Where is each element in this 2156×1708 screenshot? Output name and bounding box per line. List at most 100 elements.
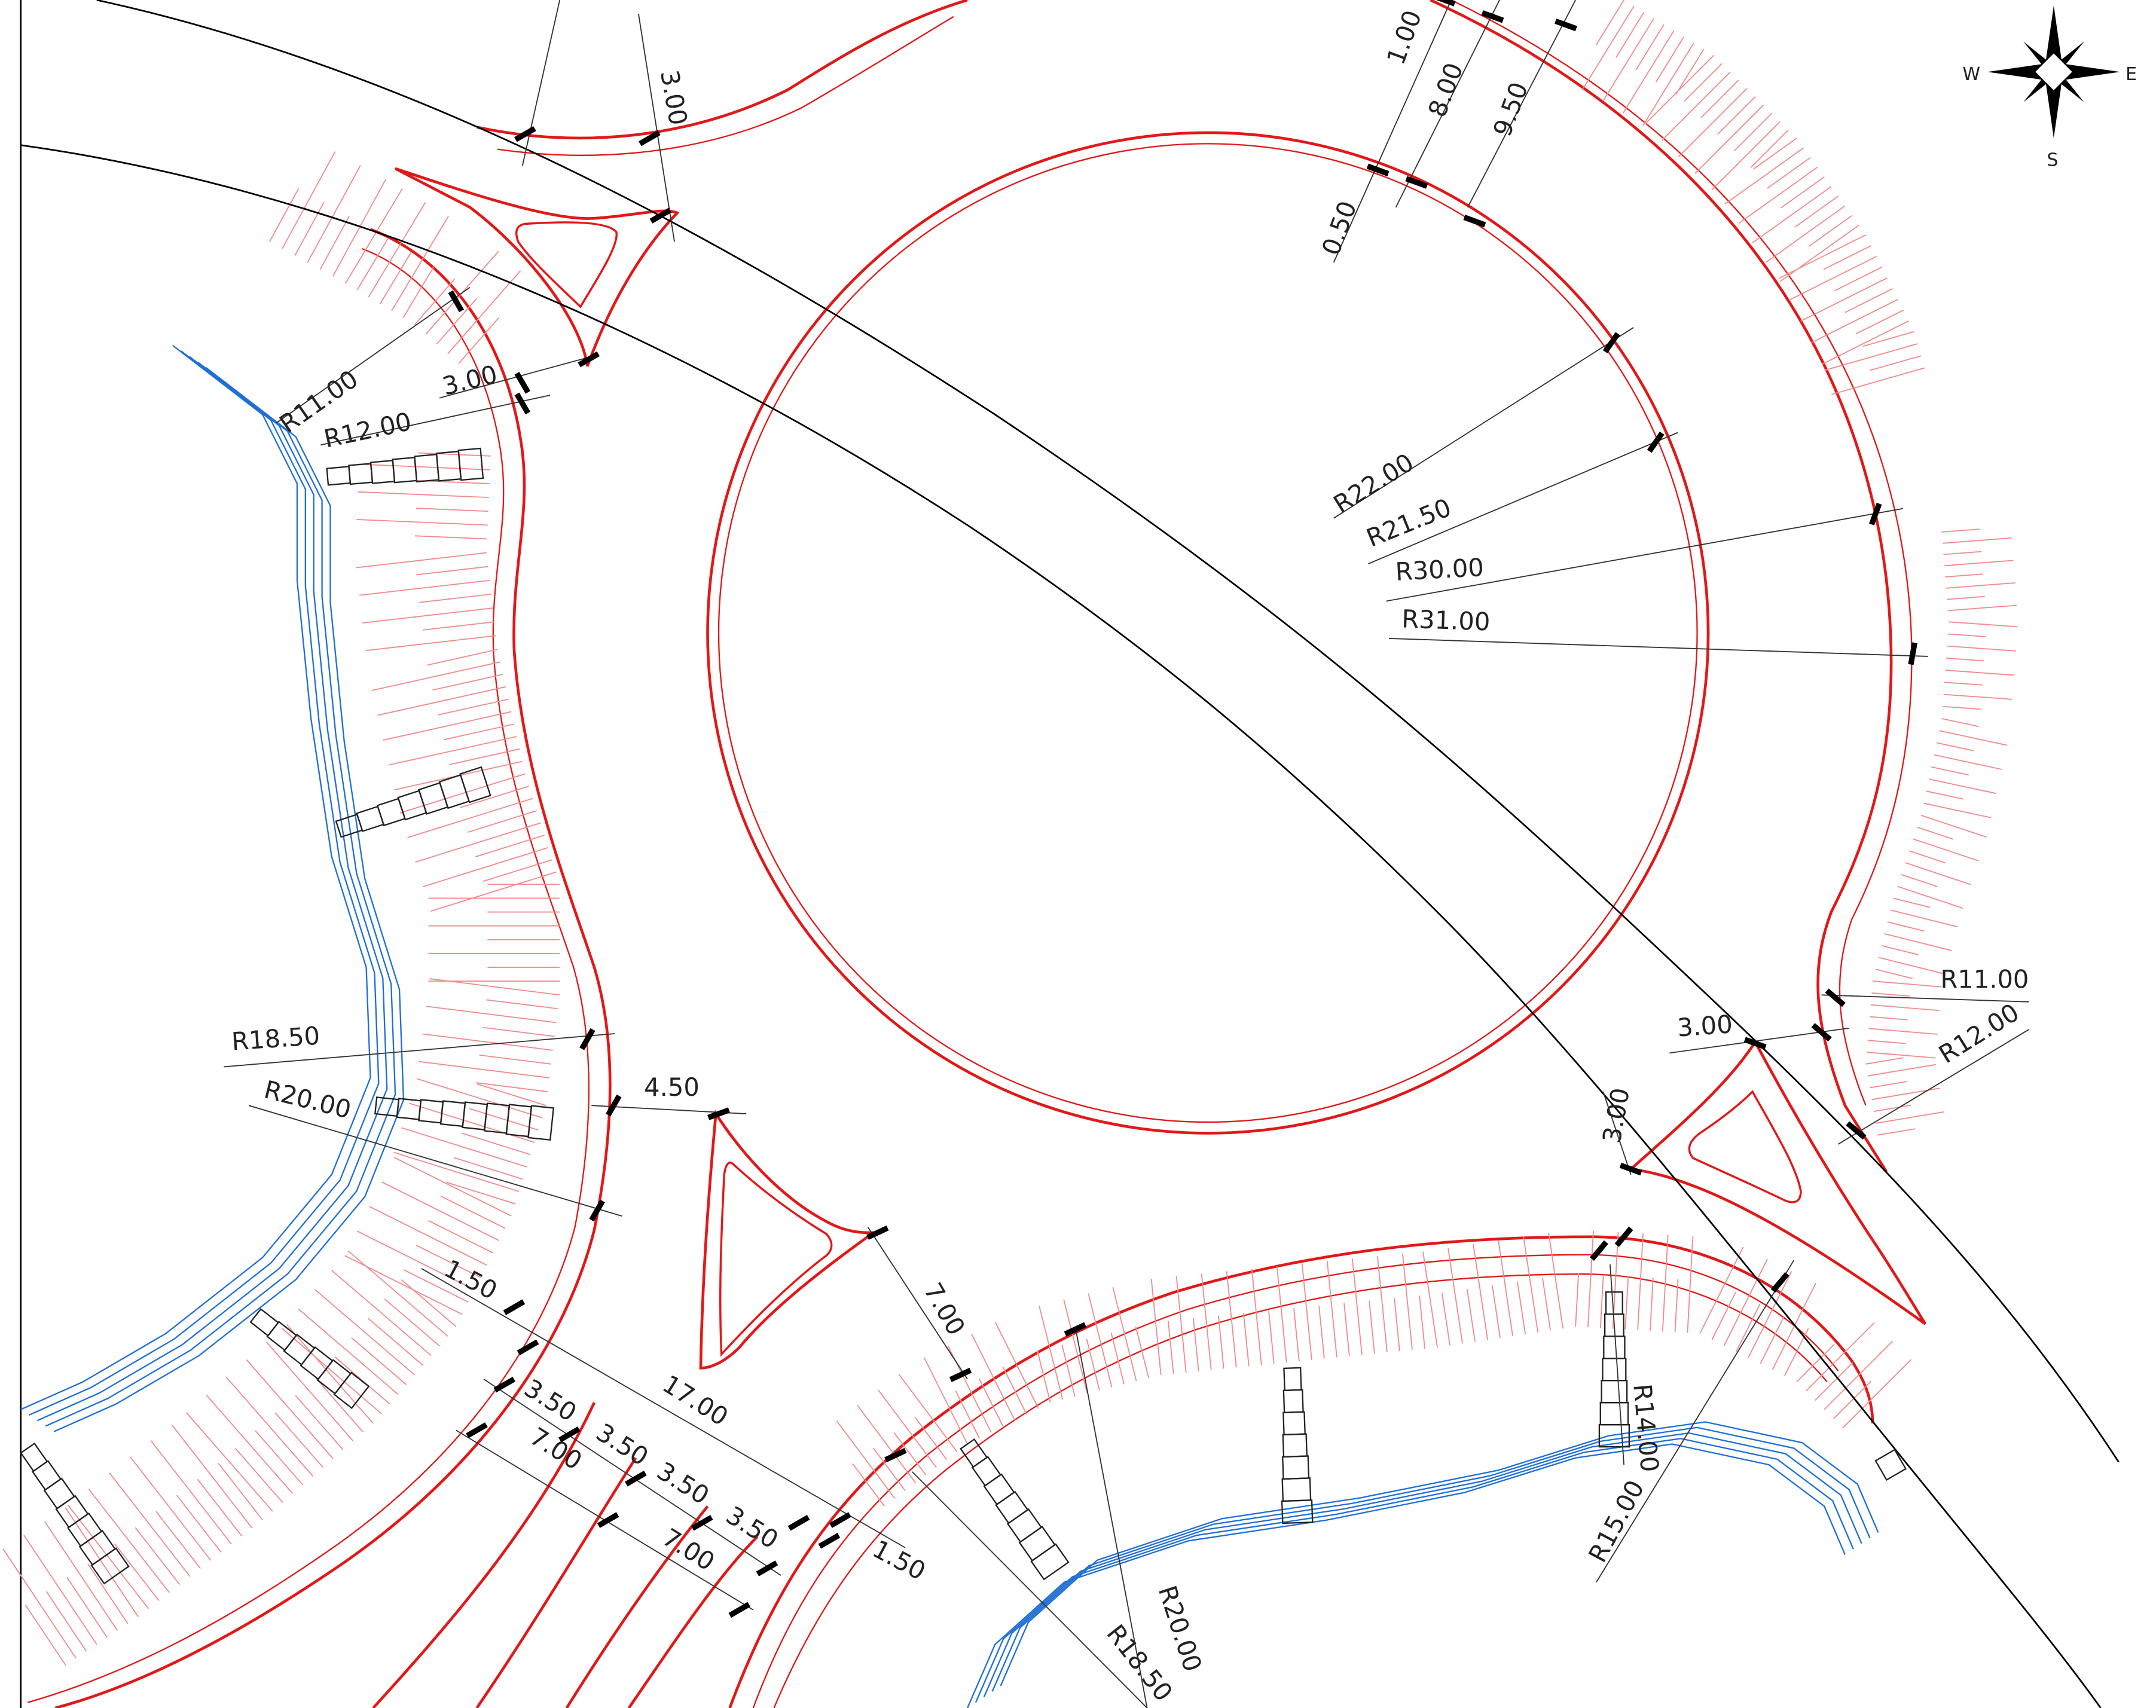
slope-hatch-line	[1760, 1316, 1785, 1364]
dim-left-300: 3.00	[439, 359, 500, 401]
culvert-segment	[1018, 1526, 1056, 1562]
dimension-tick	[639, 130, 661, 146]
slope-hatch-line	[1112, 1287, 1137, 1382]
slope-hatch-line	[1833, 1380, 1872, 1419]
slope-hatch-line	[1941, 718, 1980, 728]
slope-hatch-line	[1687, 1236, 1694, 1333]
dim-right-r1100: R11.00	[1940, 965, 2029, 994]
slope-hatch-line	[416, 508, 488, 512]
dimension-tick	[606, 1094, 622, 1117]
dim-south-150b: 1.50	[868, 1534, 931, 1586]
slope-hatch-line	[1394, 1298, 1400, 1352]
dimension-tick	[578, 351, 600, 368]
slope-hatch-line	[1655, 36, 1685, 83]
slope-hatch-line	[391, 216, 449, 311]
slope-hatch-line	[359, 463, 490, 470]
leader-r3100	[1389, 637, 1928, 657]
dimension-tick	[589, 1199, 605, 1222]
slope-hatch-line	[1662, 1235, 1669, 1332]
leader-top-300	[638, 13, 675, 242]
dimension-tick	[756, 1560, 778, 1576]
outer-edge-south-inner	[752, 1254, 1839, 1708]
slope-hatch-line	[914, 1416, 948, 1460]
slope-hatch-line	[1917, 826, 1954, 840]
culvert-segment	[459, 766, 491, 803]
slope-hatch-line	[1624, 1276, 1629, 1330]
slope-hatch-line	[1135, 1326, 1150, 1379]
slope-hatch-line	[1587, 1230, 1594, 1328]
slope-hatch-line	[872, 1447, 906, 1492]
slope-hatch-line	[402, 265, 435, 319]
slope-hatch-line	[1926, 790, 1964, 800]
alignment-centerlines	[20, 0, 2120, 1708]
slope-hatch-line	[1276, 1266, 1287, 1363]
slope-hatch-line	[414, 535, 487, 540]
compass-label-s: S	[2047, 149, 2058, 170]
slope-hatch-line	[365, 635, 496, 652]
slope-hatch-line	[1893, 897, 1931, 908]
dim-top-100: 1.00	[1381, 7, 1428, 69]
slope-hatch-line	[1268, 1310, 1275, 1364]
leader-left-r1200	[320, 395, 551, 446]
slope-hatch-line	[314, 1289, 416, 1376]
slope-hatch-line	[1723, 1258, 1768, 1346]
slope-hatch-line	[234, 1447, 283, 1503]
outer-road-edges	[27, 0, 1913, 1708]
culvert-segment	[369, 460, 396, 484]
slope-hatch-line	[1844, 288, 1893, 313]
slope-hatch-line	[416, 1245, 481, 1278]
culvert-segment	[348, 463, 374, 485]
water-channels	[20, 344, 1879, 1708]
slope-hatch-line	[1251, 1269, 1262, 1365]
slope-hatch-line	[1724, 147, 1804, 205]
slope-hatch-line	[1805, 1322, 1875, 1392]
dimension-tick	[949, 1367, 972, 1382]
slope-hatch-line	[1947, 595, 1985, 600]
slope-hatch-line	[1752, 186, 1832, 243]
slope-hatch-line	[422, 1033, 553, 1051]
slope-hatch-line	[268, 188, 300, 242]
slope-hatch-line	[878, 1389, 937, 1468]
slope-hatch-line	[436, 298, 478, 345]
culvert-segment	[438, 774, 470, 809]
slope-hatch-line	[1868, 1028, 1938, 1035]
slope-hatch-line	[429, 978, 560, 996]
dimension-tick	[1481, 10, 1504, 23]
slope-hatch-line	[1808, 215, 1852, 248]
slope-hatch-line	[426, 1006, 557, 1023]
slope-hatch-line	[368, 1318, 423, 1366]
dim-left-r1200: R12.00	[321, 407, 414, 454]
slope-hatch-line	[1037, 1350, 1051, 1403]
splitter-island-se-inner	[1688, 1090, 1802, 1203]
slope-hatch-line	[266, 1342, 354, 1441]
slope-hatch-line	[1875, 1111, 1944, 1124]
slope-hatch-line	[1870, 355, 1922, 371]
splitter-island-s	[699, 1110, 878, 1370]
slope-hatch-line	[447, 270, 521, 355]
dimension-tick	[829, 1512, 851, 1528]
slope-hatch-line	[1862, 331, 1914, 347]
dimension-tick	[818, 1533, 841, 1549]
slope-hatch-line	[65, 1507, 139, 1617]
slope-hatch-line	[1867, 1052, 1936, 1059]
slope-hatch-line	[446, 1181, 515, 1205]
culvert-segment	[417, 782, 449, 815]
outer-edge-nw-arc-inner	[497, 16, 954, 156]
dimension-tick	[1743, 1037, 1767, 1050]
dimension-tick	[1908, 642, 1917, 665]
slope-hatch-line	[1711, 1291, 1737, 1340]
slope-hatch-line	[1871, 1087, 1940, 1101]
culvert-segment	[1281, 1499, 1314, 1524]
slope-hatch-line	[482, 1026, 555, 1037]
slope-hatch-line	[955, 1390, 980, 1439]
slope-hatch-line	[1637, 1233, 1644, 1330]
slope-hatch-line	[1369, 1300, 1375, 1354]
slope-hatch-line	[893, 1432, 927, 1476]
slope-hatch-line	[423, 847, 549, 888]
slope-hatch-line	[1226, 1271, 1237, 1368]
culvert-segment	[1283, 1367, 1302, 1392]
slope-hatch-line	[1061, 1345, 1076, 1397]
slope-hatch-line	[114, 1543, 160, 1602]
dim-south-1700: 17.00	[658, 1369, 734, 1432]
dimension-tick	[728, 1602, 750, 1618]
